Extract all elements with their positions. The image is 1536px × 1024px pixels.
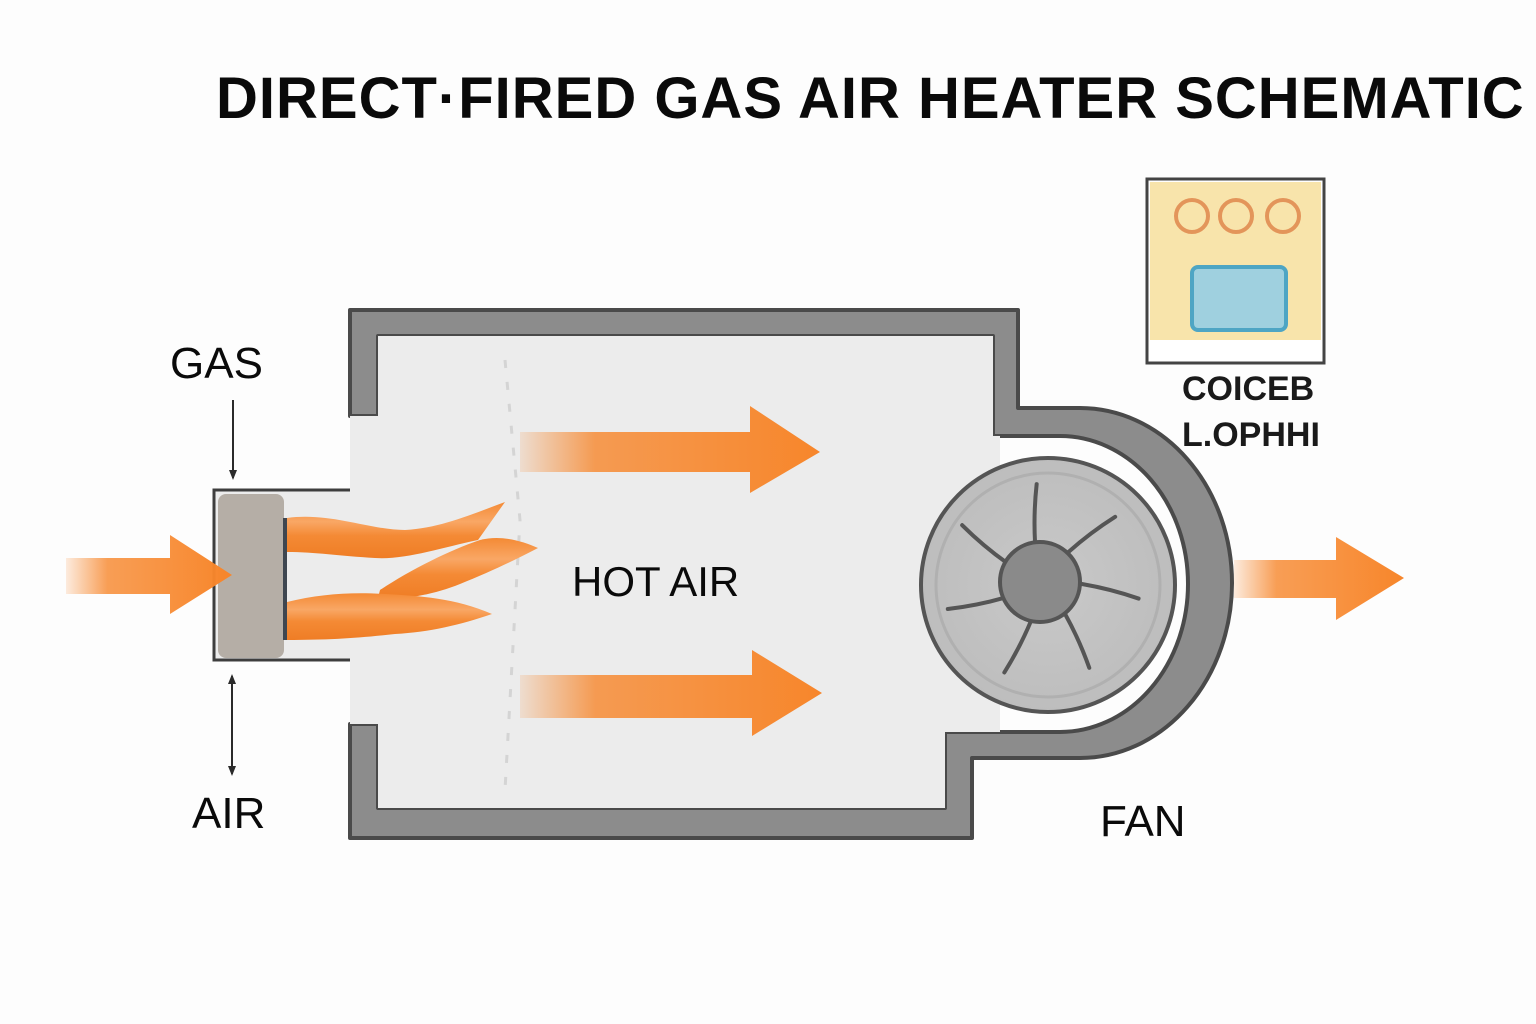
- fan-hub: [998, 540, 1082, 624]
- hot-air-arrow-top: [520, 406, 820, 493]
- fan-blade: [960, 523, 1009, 565]
- fan-label: FAN: [1100, 797, 1186, 846]
- flames: [287, 502, 538, 640]
- diagram-title: DIRECT·FIRED GAS AIR HEATER SCHEMATIC: [216, 66, 1525, 131]
- air-arrowhead-up-icon: [228, 674, 236, 684]
- hot-air-label: HOT AIR: [572, 558, 739, 605]
- flame-3: [287, 593, 492, 640]
- airflow-hint-line: [503, 359, 522, 791]
- flow-arrows: [66, 406, 1404, 736]
- burner-block: [218, 494, 284, 658]
- outlet-arrow: [1234, 537, 1404, 620]
- inlet-arrow: [66, 535, 232, 614]
- flame-1: [287, 502, 505, 559]
- fan-blade: [1079, 581, 1141, 601]
- indicator-light-1: [1174, 198, 1210, 234]
- indicator-light-2: [1218, 198, 1254, 234]
- control-panel: [1145, 177, 1326, 365]
- flame-2: [378, 537, 538, 599]
- fan-blade: [1063, 612, 1092, 670]
- air-label: AIR: [192, 789, 265, 838]
- control-panel-label-line2: L.OPHHI: [1182, 416, 1320, 454]
- control-panel-label-line1: COICEB: [1182, 370, 1314, 408]
- hot-air-arrow-bottom: [520, 650, 822, 736]
- air-arrowhead-down-icon: [228, 766, 236, 776]
- fan-blade: [1066, 514, 1118, 555]
- fan-inner-ring: [934, 471, 1162, 699]
- control-display: [1190, 265, 1288, 332]
- fan-blade: [1002, 618, 1034, 675]
- indicator-light-3: [1265, 198, 1301, 234]
- gas-label: GAS: [170, 339, 263, 388]
- air-indicator: [228, 674, 236, 776]
- fan-blade: [1032, 482, 1039, 545]
- fan: [919, 456, 1177, 714]
- fan-blades: [945, 482, 1141, 675]
- gas-indicator: [229, 400, 237, 480]
- gas-arrowhead-icon: [229, 470, 237, 480]
- fan-blade: [945, 595, 1008, 611]
